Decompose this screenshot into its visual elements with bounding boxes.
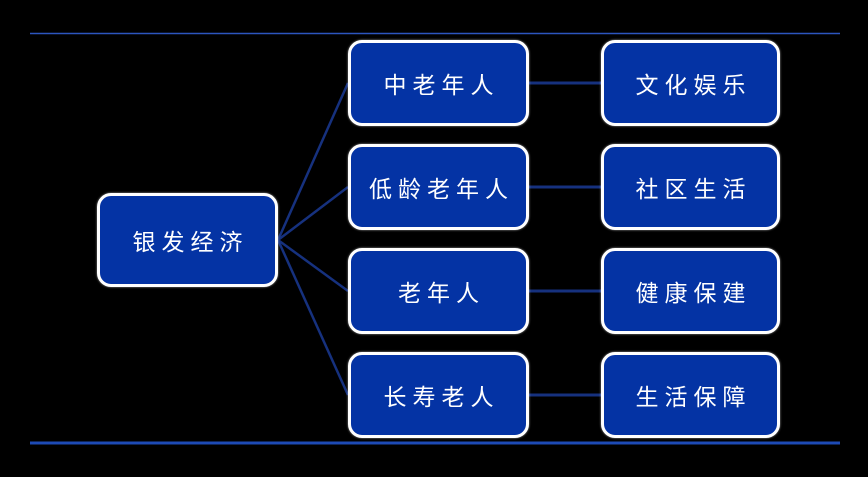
diagram-node-mid-2: 低龄老年人 [348,144,529,230]
node-label: 老年人 [398,281,485,307]
node-label: 生活保障 [635,385,752,411]
diagram-node-right-4: 生活保障 [601,352,780,438]
node-label: 长寿老人 [383,385,500,411]
diagram-node-right-3: 健康保建 [601,248,780,334]
diagram-node-root: 银发经济 [97,193,278,287]
node-label: 健康保建 [635,281,752,307]
diagram-node-mid-3: 老年人 [348,248,529,334]
node-label: 中老年人 [383,73,500,99]
diagram-node-mid-4: 长寿老人 [348,352,529,438]
diagram-node-right-1: 文化娱乐 [601,40,780,126]
node-label: 社区生活 [635,177,752,203]
node-label: 文化娱乐 [635,73,752,99]
diagram-node-right-2: 社区生活 [601,144,780,230]
node-label: 低龄老年人 [369,177,514,203]
diagram-node-mid-1: 中老年人 [348,40,529,126]
node-label: 银发经济 [132,230,249,256]
